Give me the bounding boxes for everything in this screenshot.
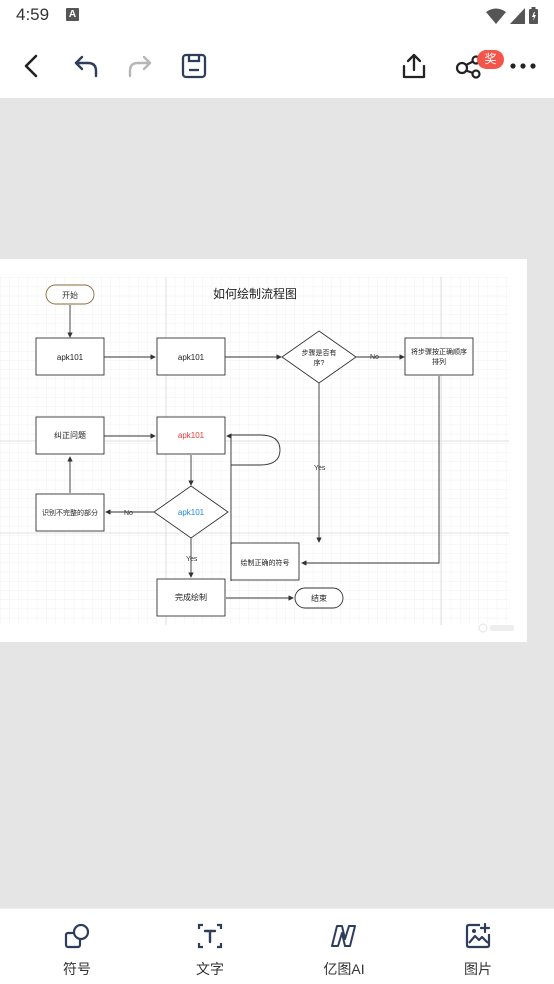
status-bar: 4:59 A <box>0 0 554 32</box>
process-node-label: apk101 <box>57 353 84 362</box>
process-node[interactable] <box>230 542 300 581</box>
top-toolbar <box>0 32 554 98</box>
decision-node-label: 步骤是否有 <box>302 348 337 357</box>
process-node-label: 完成绘制 <box>175 592 207 602</box>
process-node[interactable] <box>156 337 226 376</box>
reward-badge[interactable]: 奖 <box>477 50 504 69</box>
symbols-label: 符号 <box>63 961 91 977</box>
process-node-label: 排列 <box>432 357 446 366</box>
share-icon <box>402 53 426 79</box>
edge-label-yes: Yes <box>186 556 198 563</box>
status-time: 4:59 <box>16 5 50 24</box>
end-node-label: 结束 <box>311 593 327 603</box>
process-node-label: 识别不完整的部分 <box>42 508 98 517</box>
process-node-label: apk101 <box>178 353 205 362</box>
diagram-title: 如何绘制流程图 <box>213 286 297 301</box>
wifi-icon <box>486 8 506 24</box>
process-node[interactable] <box>156 578 226 617</box>
decision-node[interactable] <box>281 330 357 384</box>
process-node[interactable] <box>156 416 226 455</box>
process-node[interactable] <box>404 337 474 376</box>
image-label: 图片 <box>464 961 492 977</box>
end-node[interactable] <box>294 587 344 609</box>
decision-node-label: apk101 <box>178 508 205 517</box>
undo-icon <box>74 55 98 78</box>
more-dots-icon <box>510 63 536 69</box>
image-button[interactable]: 图片 <box>433 921 523 979</box>
share-button[interactable] <box>398 50 430 82</box>
save-icon <box>181 53 207 79</box>
redo-icon <box>128 55 152 78</box>
ai-label: 亿图AI <box>323 961 365 977</box>
more-button[interactable] <box>507 50 539 82</box>
status-icons <box>486 7 538 24</box>
ai-button[interactable]: 亿图AI <box>299 921 389 979</box>
process-node-label: 纠正问题 <box>54 431 86 440</box>
start-node[interactable] <box>45 284 95 305</box>
process-node[interactable] <box>35 416 105 455</box>
text-label: 文字 <box>196 961 224 977</box>
redo-button[interactable] <box>124 50 156 82</box>
symbols-button[interactable]: 符号 <box>32 921 122 979</box>
edge-label-no: No <box>370 354 379 361</box>
ai-icon <box>331 925 356 947</box>
edge-label-yes: Yes <box>314 465 326 472</box>
chevron-left-icon <box>24 54 38 78</box>
notification-icon: A <box>66 8 79 21</box>
start-node-label: 开始 <box>62 290 78 300</box>
watermark <box>490 625 514 631</box>
canvas-area[interactable]: 如何绘制流程图 No Yes No Ye <box>0 98 554 908</box>
bottom-toolbar: 符号 文字 亿图AI 图片 <box>0 908 554 984</box>
edge-label-no: No <box>124 510 133 517</box>
shapes-icon <box>64 923 90 949</box>
image-add-icon <box>465 922 491 949</box>
decision-node-label: 序? <box>314 358 325 367</box>
diagram-page[interactable]: 如何绘制流程图 No Yes No Ye <box>0 259 527 642</box>
flowchart[interactable]: 如何绘制流程图 No Yes No Ye <box>0 259 527 642</box>
process-node[interactable] <box>35 337 105 376</box>
text-icon <box>197 923 223 949</box>
process-node[interactable] <box>35 493 105 532</box>
decision-node[interactable] <box>153 485 229 539</box>
watermark-icon <box>478 623 488 633</box>
process-node-label: 将步骤按正确顺序 <box>411 347 467 356</box>
undo-button[interactable] <box>70 50 102 82</box>
back-button[interactable] <box>16 50 48 82</box>
battery-icon <box>529 7 538 24</box>
process-node-label: 绘制正确的符号 <box>241 558 290 567</box>
process-node-label: apk101 <box>178 431 205 440</box>
signal-icon <box>510 7 525 24</box>
save-button[interactable] <box>178 50 210 82</box>
text-button[interactable]: 文字 <box>165 921 255 979</box>
